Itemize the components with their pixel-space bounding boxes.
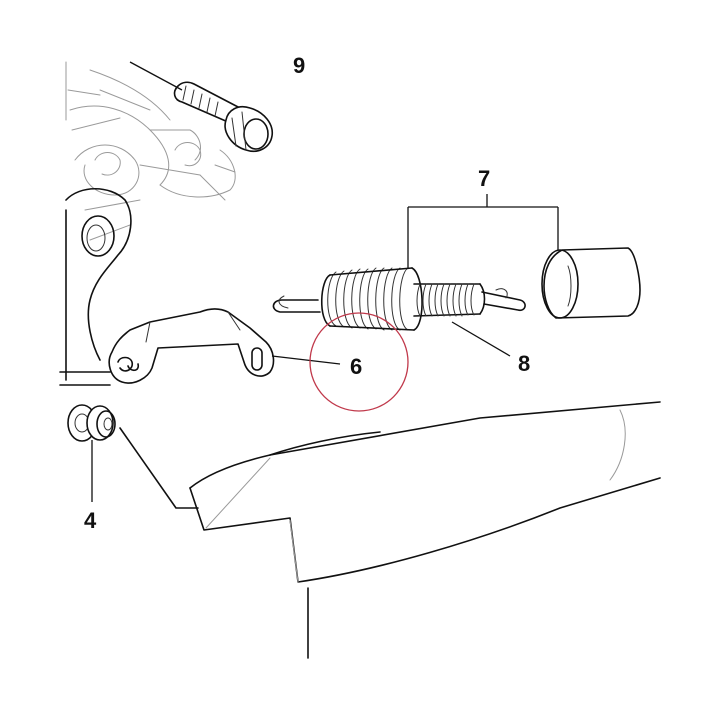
callout-6: 6 [350,354,362,379]
strap-part-6 [108,308,341,384]
leader-6 [271,355,341,365]
spring-assembly [272,267,526,357]
bracket-7 [407,194,559,268]
lower-panel [119,401,661,659]
housing-outline [65,61,236,241]
large-coil [320,267,423,331]
callout-9: 9 [293,53,305,78]
bolt-part-9 [129,61,274,152]
highlight-circle [309,312,409,412]
callout-4: 4 [84,508,97,533]
small-coil [413,283,486,317]
callout-8: 8 [518,351,530,376]
leader-8 [451,321,511,357]
left-bracket [59,188,132,386]
callout-7: 7 [478,166,490,191]
leader-9 [129,61,183,91]
sleeve-part-7 [541,247,641,319]
washers-part-4 [67,404,116,502]
